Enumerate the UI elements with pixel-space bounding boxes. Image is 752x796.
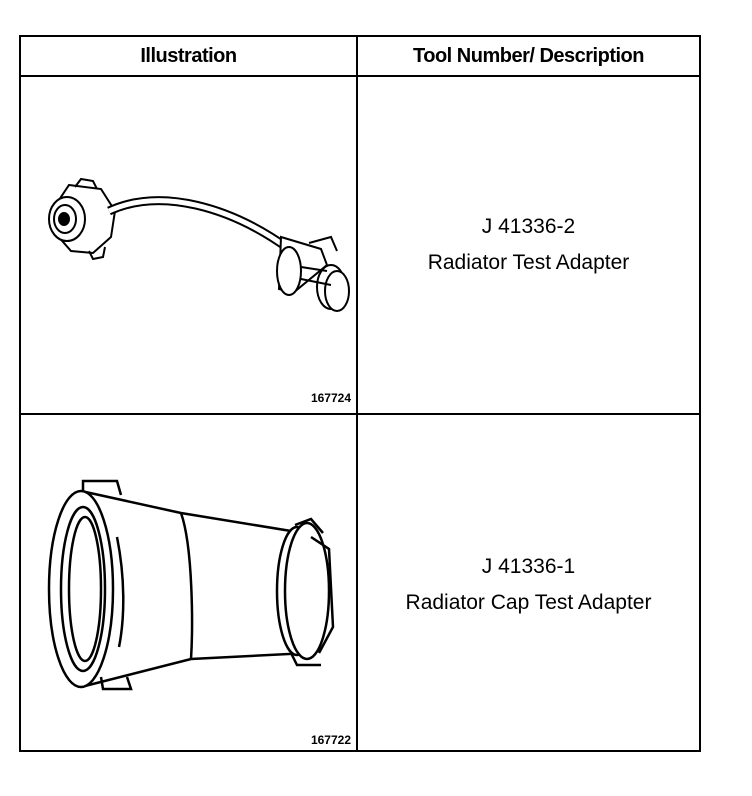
- figure-number: 167722: [310, 733, 351, 747]
- tool-number: J 41336-2: [481, 215, 576, 238]
- tool-description-cell: J 41336-1 Radiator Cap Test Adapter: [358, 549, 699, 621]
- illustration-header: Illustration: [140, 45, 237, 67]
- column-divider: [356, 37, 358, 750]
- row-divider: [21, 413, 699, 415]
- tool-description: Radiator Test Adapter: [427, 251, 630, 274]
- tool-description: Radiator Cap Test Adapter: [405, 591, 652, 614]
- figure-number: 167724: [310, 391, 351, 405]
- radiator-test-adapter-illustration: [48, 177, 350, 312]
- radiator-cap-test-adapter-illustration: [47, 479, 335, 691]
- tool-table: Illustration Tool Number/ Description 16…: [19, 35, 701, 752]
- header-row: Illustration Tool Number/ Description: [21, 37, 699, 77]
- description-header: Tool Number/ Description: [413, 45, 644, 67]
- tool-description-cell: J 41336-2 Radiator Test Adapter: [358, 209, 699, 281]
- tool-number: J 41336-1: [481, 555, 576, 578]
